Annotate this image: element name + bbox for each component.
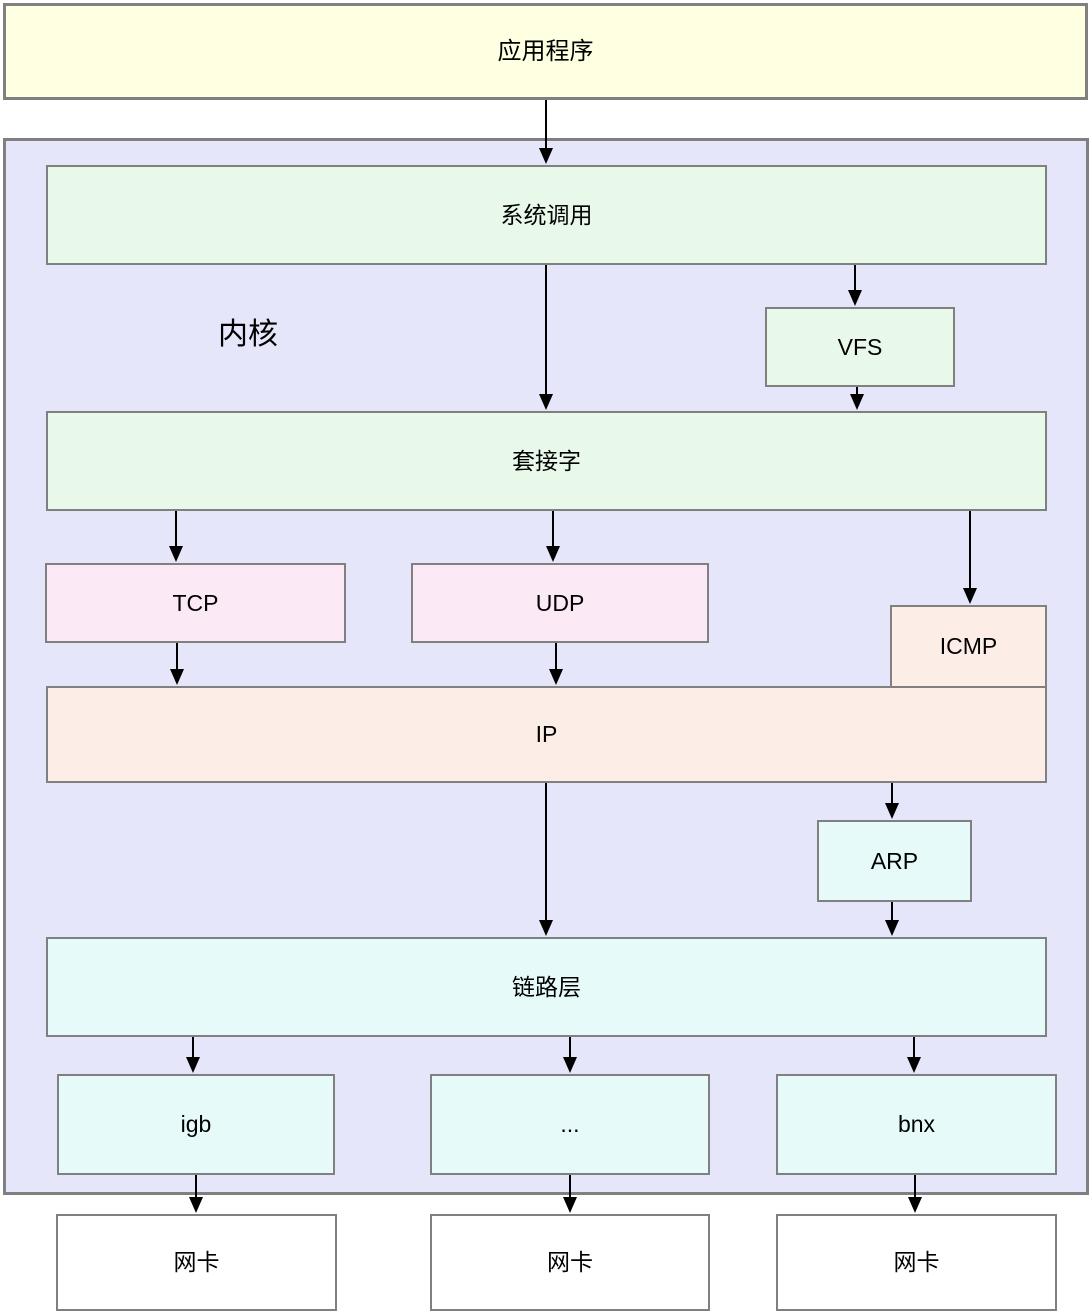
node-nic-3-label: 网卡 xyxy=(893,1249,940,1275)
node-icmp-label: ICMP xyxy=(939,633,998,659)
node-syscall-label: 系统调用 xyxy=(500,201,593,228)
node-bnx-label: bnx xyxy=(897,1111,936,1137)
node-application-label: 应用程序 xyxy=(497,37,594,65)
node-udp: UDP xyxy=(411,563,709,643)
node-link-layer: 链路层 xyxy=(46,937,1047,1037)
node-tcp-label: TCP xyxy=(172,589,219,616)
node-igb-label: igb xyxy=(180,1111,212,1137)
node-icmp: ICMP xyxy=(890,605,1047,688)
node-application: 应用程序 xyxy=(3,3,1088,100)
node-vfs-label: VFS xyxy=(837,333,883,360)
node-igb: igb xyxy=(57,1074,335,1175)
node-socket-label: 套接字 xyxy=(512,447,581,474)
node-nic-1: 网卡 xyxy=(56,1214,337,1311)
node-vfs: VFS xyxy=(765,307,955,387)
node-nic-3: 网卡 xyxy=(776,1214,1057,1311)
node-nic-2-label: 网卡 xyxy=(547,1249,593,1275)
kernel-label: 内核 xyxy=(218,318,278,351)
node-tcp: TCP xyxy=(45,563,346,643)
node-ellipsis-label: ... xyxy=(560,1111,580,1137)
node-arp: ARP xyxy=(817,820,972,902)
node-nic-1-label: 网卡 xyxy=(173,1249,220,1275)
node-arp-label: ARP xyxy=(870,847,919,874)
node-udp-label: UDP xyxy=(535,589,585,616)
node-ellipsis: ... xyxy=(430,1074,710,1175)
node-nic-2: 网卡 xyxy=(430,1214,710,1311)
node-ip: IP xyxy=(46,686,1047,783)
node-bnx: bnx xyxy=(776,1074,1057,1175)
node-link-layer-label: 链路层 xyxy=(512,973,581,1000)
node-syscall: 系统调用 xyxy=(46,165,1047,265)
node-socket: 套接字 xyxy=(46,411,1047,511)
node-ip-label: IP xyxy=(535,721,558,747)
